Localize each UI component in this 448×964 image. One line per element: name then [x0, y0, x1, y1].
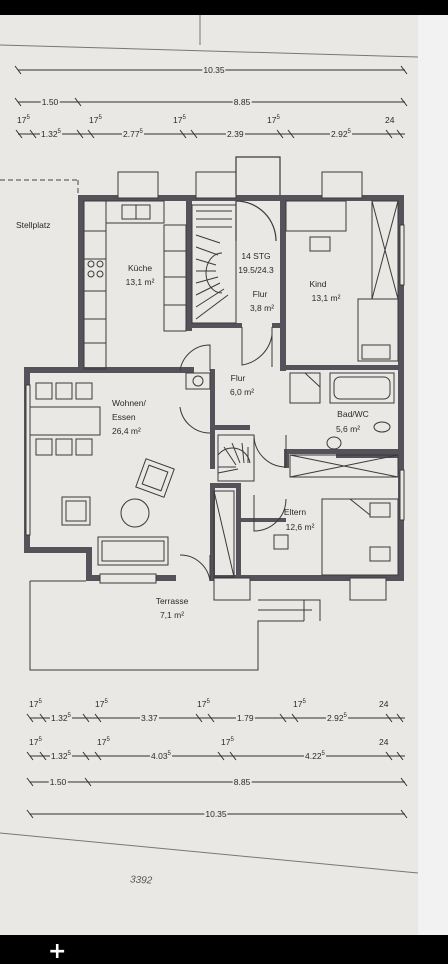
- stair-label: 14 STG: [241, 251, 271, 261]
- floor-plan-sheet: Stellplatz Küche 13,1 m² 14 STG 19.5/24.…: [0, 15, 448, 935]
- room-area-flur-mid: 6,0 m²: [229, 387, 255, 397]
- dim-bot2-e: 175: [221, 737, 234, 747]
- dim-top-d-i: 24: [385, 115, 395, 125]
- stair-ratio: 19.5/24.3: [238, 265, 274, 275]
- room-label-essen: Essen: [112, 412, 136, 422]
- dim-bot1-h: 2.925: [326, 713, 348, 723]
- dim-top-d-a: 175: [17, 115, 30, 125]
- dim-top-split-a: 1.50: [40, 97, 60, 107]
- dim-bot1-b: 1.325: [50, 713, 72, 723]
- room-label-stellplatz: Stellplatz: [16, 220, 51, 230]
- dim-bot2-f: 4.225: [304, 751, 326, 761]
- dim-top-d-c: 175: [89, 115, 102, 125]
- room-label-kueche: Küche: [127, 263, 153, 273]
- dim-bot3-a: 1.50: [48, 777, 68, 787]
- dim-bot1-f: 1.79: [236, 713, 255, 723]
- room-label-flur-mid: Flur: [230, 373, 246, 383]
- dim-top-d-h: 2.925: [330, 129, 352, 139]
- dim-bot3-b: 8.85: [232, 777, 252, 787]
- plus-icon[interactable]: +: [48, 939, 67, 964]
- bottom-bar: [0, 935, 448, 960]
- floor-plan-drawing: [0, 15, 419, 874]
- dim-bot1-a: 175: [29, 699, 42, 709]
- plan-number: 3392: [129, 874, 153, 887]
- room-area-kueche: 13,1 m²: [125, 277, 155, 287]
- dim-bot1-g: 175: [293, 699, 306, 709]
- dim-top-d-b: 1.325: [40, 129, 62, 139]
- dim-top-d-d: 2.775: [122, 129, 144, 139]
- room-label-bad: Bad/WC: [337, 409, 369, 419]
- room-label-flur-top: Flur: [252, 289, 268, 299]
- room-area-eltern: 12,6 m²: [285, 522, 315, 532]
- room-area-kind: 13,1 m²: [311, 293, 341, 303]
- dim-bot1-e: 175: [197, 699, 210, 709]
- dim-bot2-a: 175: [29, 737, 42, 747]
- room-area-flur-top: 3,8 m²: [249, 303, 275, 313]
- room-area-terrasse: 7,1 m²: [159, 610, 185, 620]
- dim-top-d-f: 2.39: [226, 129, 245, 139]
- dim-bot1-i: 24: [379, 699, 389, 709]
- room-label-wohnen: Wohnen/: [112, 398, 146, 408]
- page-edge: [418, 15, 448, 935]
- dim-bot4-total: 10.35: [204, 809, 228, 819]
- dim-top-split-b: 8.85: [232, 97, 252, 107]
- dim-bot1-c: 175: [95, 699, 108, 709]
- room-label-terrasse: Terrasse: [155, 596, 189, 606]
- room-area-bad: 5,6 m²: [335, 424, 361, 434]
- room-area-wohnen: 26,4 m²: [112, 426, 141, 436]
- dim-bot2-d: 4.035: [150, 751, 172, 761]
- dim-bot2-i: 24: [379, 737, 389, 747]
- room-label-eltern: Eltern: [283, 507, 307, 517]
- dim-top-total: 10.35: [202, 65, 226, 75]
- dim-top-d-e: 175: [173, 115, 186, 125]
- dim-bot2-b: 1.325: [50, 751, 72, 761]
- dim-bot2-c: 175: [97, 737, 110, 747]
- room-label-kind: Kind: [309, 279, 327, 289]
- dim-bot1-d: 3.37: [140, 713, 159, 723]
- dim-top-d-g: 175: [267, 115, 280, 125]
